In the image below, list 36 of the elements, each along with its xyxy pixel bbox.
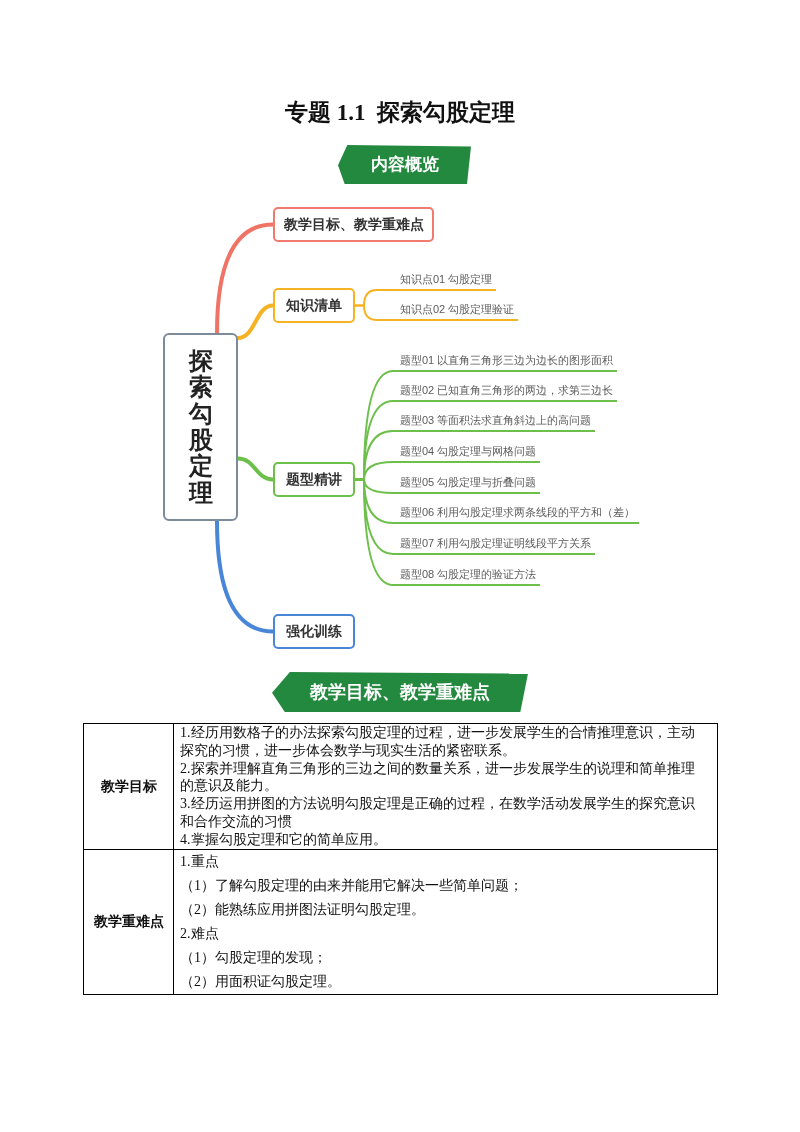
- table-text: （2）用面积证勾股定理。: [180, 972, 342, 991]
- subtopic-item: 题型07 利用勾股定理证明线段平方关系: [393, 536, 596, 555]
- table-text: 1.重点: [180, 852, 220, 871]
- row-header: 教学重难点: [93, 914, 164, 930]
- subtopic-item: 题型01 以直角三角形三边为边长的图形面积: [393, 353, 618, 372]
- section-banner: 内容概览: [338, 145, 471, 184]
- table-text: （2）能熟练应用拼图法证明勾股定理。: [180, 900, 426, 919]
- row-header: 教学目标: [100, 778, 157, 794]
- table-text: 4.掌握勾股定理和它的简单应用。: [180, 830, 388, 849]
- main-branch-line: [236, 456, 275, 482]
- subtopic-item: 题型02 已知直角三角形的两边，求第三边长: [393, 383, 618, 402]
- subtopic-item: 题型03 等面积法求直角斜边上的高问题: [393, 413, 596, 432]
- table-text: 2.探索并理解直角三角形的三边之间的数量关系，进一步发展学生的说理和简单推理的意识及能力。: [180, 759, 696, 796]
- central-topic-box: 探索勾股定理: [163, 333, 238, 521]
- branch-line: [354, 304, 378, 321]
- topic-box: 题型精讲: [273, 462, 355, 497]
- branch-line: [354, 478, 394, 586]
- topic-box: 知识清单: [273, 288, 355, 323]
- subtopic-item: 知识点01 勾股定理: [377, 272, 497, 291]
- page-title: 专题 1.1 探索勾股定理: [285, 99, 515, 127]
- table-text: （1）勾股定理的发现；: [180, 948, 328, 967]
- main-branch-line: [236, 303, 275, 340]
- table-text: （1）了解勾股定理的由来并能用它解决一些简单问题；: [180, 876, 524, 895]
- table-text: 3.经历运用拼图的方法说明勾股定理是正确的过程，在数学活动发展学生的探究意识和合作交流的习惯: [180, 795, 696, 831]
- subtopic-item: 知识点02 勾股定理验证: [377, 302, 519, 321]
- table-text: 1.经历用数格子的办法探索勾股定理的过程，进一步发展学生的合情推理意识，主动探究的习惯，进一步体会数学与现实生活的紧密联系。: [180, 724, 696, 760]
- topic-box: 教学目标、教学重难点: [273, 207, 434, 242]
- subtopic-item: 题型08 勾股定理的验证方法: [393, 567, 541, 586]
- table-text: 2.难点: [180, 924, 220, 943]
- main-branch-line: [215, 222, 275, 335]
- topic-box: 强化训练: [273, 614, 355, 649]
- subtopic-item: 题型05 勾股定理与折叠问题: [393, 475, 541, 494]
- subtopic-item: 题型06 利用勾股定理求两条线段的平方和（差）: [393, 505, 640, 524]
- subtopic-item: 题型04 勾股定理与网格问题: [393, 444, 541, 463]
- main-branch-line: [215, 519, 275, 634]
- section-banner: 教学目标、教学重难点: [272, 672, 528, 712]
